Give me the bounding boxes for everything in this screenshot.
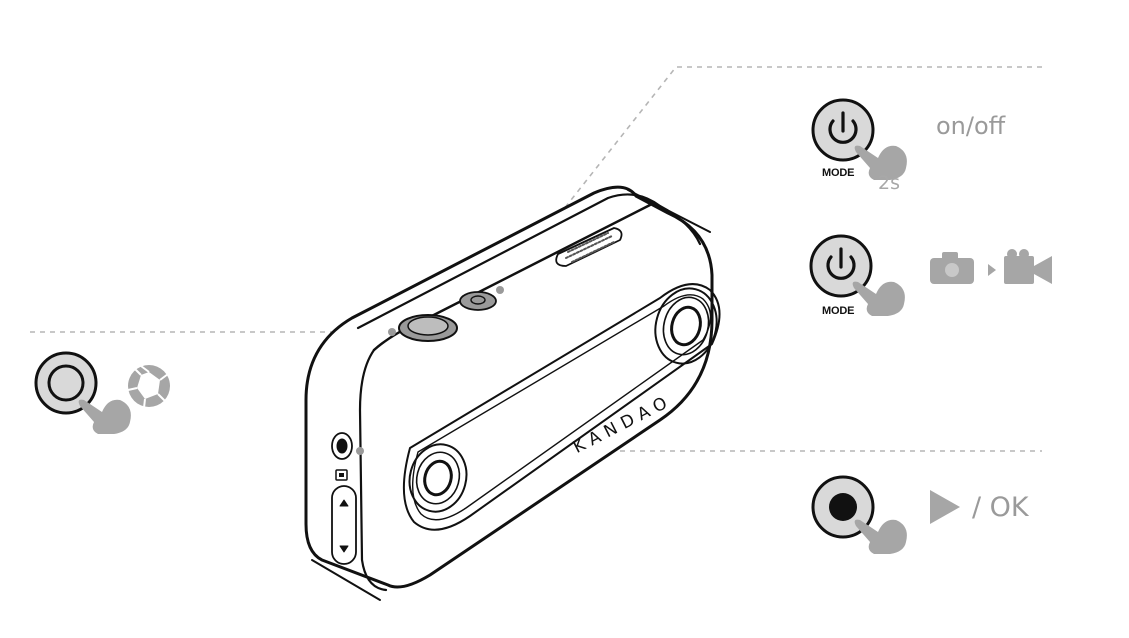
mode-button-label-switch: MODE bbox=[822, 305, 855, 317]
camera-side-edge bbox=[358, 348, 388, 592]
callout-mode bbox=[809, 234, 1052, 316]
callout-power bbox=[811, 98, 907, 180]
ok-label: / OK bbox=[972, 492, 1029, 523]
callout-shutter bbox=[34, 351, 170, 434]
right-lens bbox=[654, 287, 718, 365]
camera-side-buttons bbox=[331, 432, 357, 565]
camera-bottom-edge bbox=[311, 559, 381, 601]
camera-shutter-button bbox=[398, 314, 458, 342]
camera-top-edge bbox=[627, 189, 711, 233]
hold-duration-label: 2s bbox=[878, 172, 900, 194]
hand-press-icon bbox=[854, 145, 907, 180]
leader-dots bbox=[356, 286, 504, 455]
video-camera-icon bbox=[1004, 249, 1052, 284]
aperture-icon bbox=[127, 365, 170, 409]
hand-press-icon-mode bbox=[852, 281, 905, 316]
hand-press-icon-record bbox=[854, 519, 907, 554]
lens-bar bbox=[402, 283, 721, 531]
callout-record bbox=[811, 475, 960, 554]
arrow-right-icon bbox=[988, 264, 996, 276]
mode-button-label-power: MODE bbox=[822, 167, 855, 179]
camera-body bbox=[304, 185, 714, 589]
mode-button-icon bbox=[809, 234, 873, 298]
power-button-icon bbox=[811, 98, 875, 162]
leader-power bbox=[499, 66, 1042, 291]
play-icon bbox=[930, 490, 960, 524]
speaker-grille bbox=[555, 227, 623, 267]
hand-press-icon-shutter bbox=[78, 399, 131, 434]
photo-camera-icon bbox=[930, 252, 974, 284]
camera-power-button bbox=[459, 291, 497, 311]
left-lens bbox=[408, 443, 468, 513]
power-onoff-label: on/off bbox=[936, 112, 1006, 140]
shutter-button-icon bbox=[34, 351, 98, 415]
camera-device bbox=[304, 185, 721, 601]
